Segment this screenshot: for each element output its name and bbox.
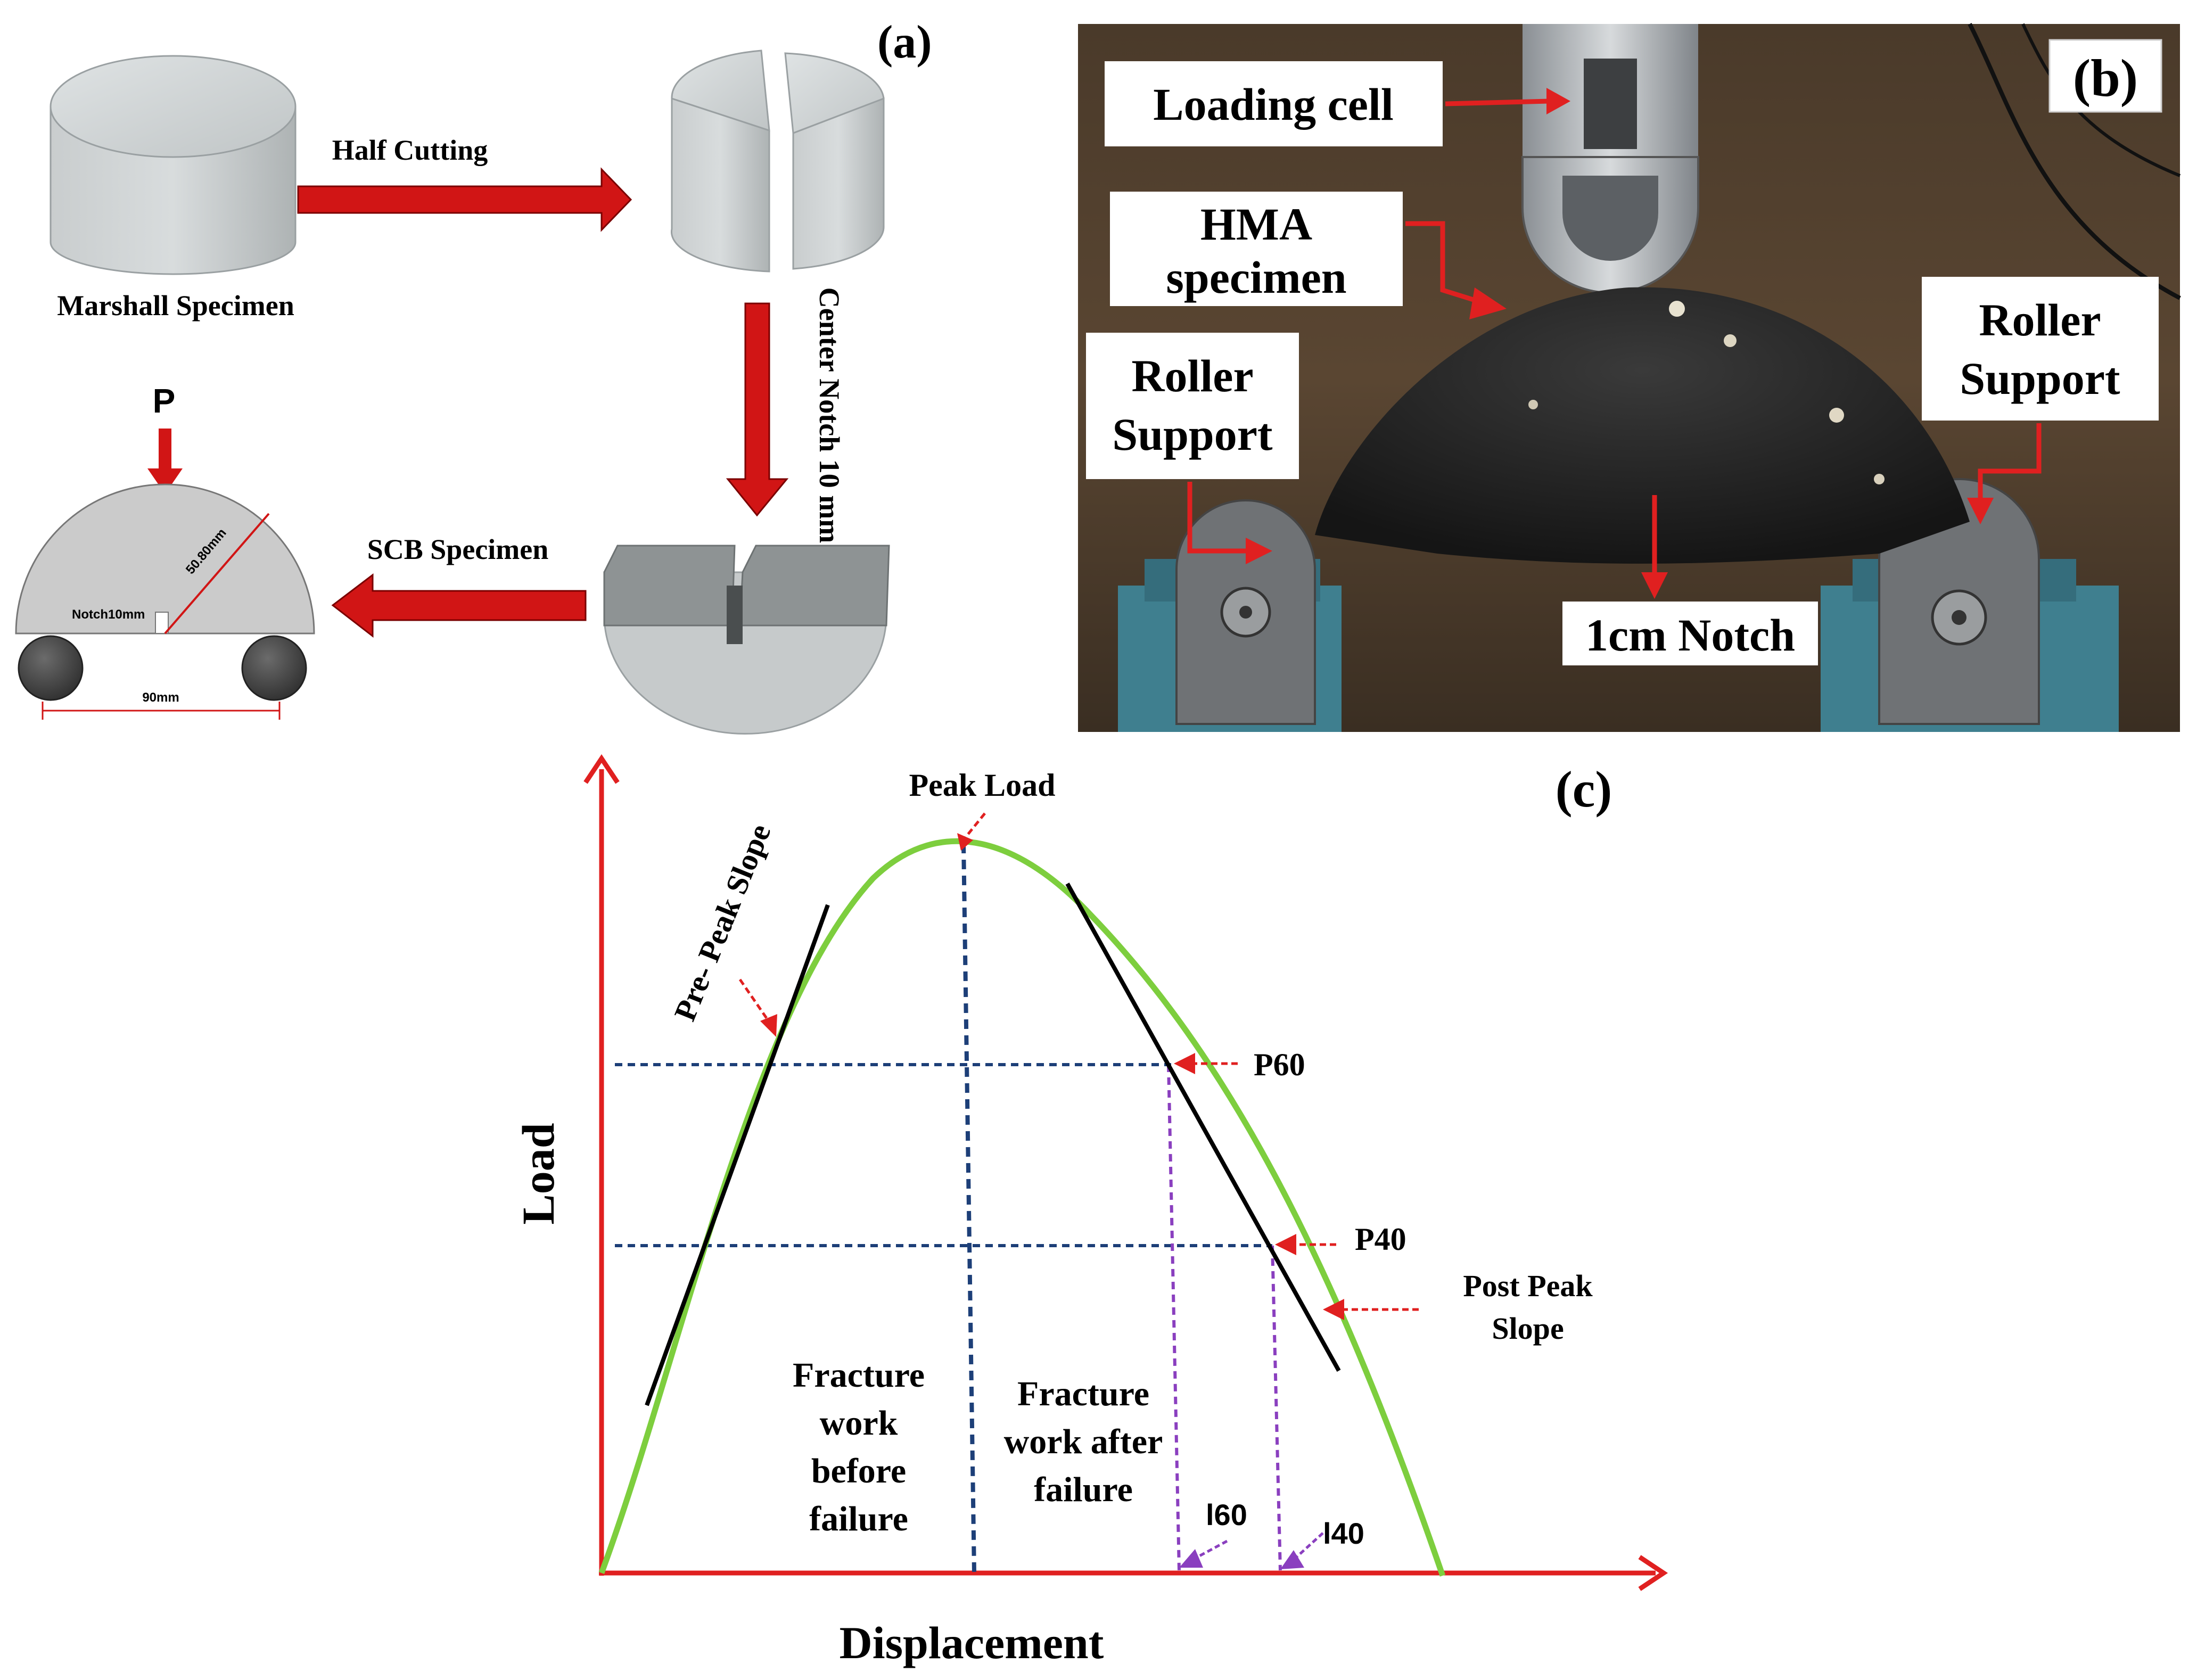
peak-load-label: Peak Load <box>909 768 1055 803</box>
span-label: 90mm <box>142 690 179 705</box>
scb-diagram: P 50.80mm Notch10mm 90mm <box>15 382 315 720</box>
half-cutting-arrow <box>297 167 632 232</box>
p60-label: P60 <box>1254 1047 1305 1082</box>
loading-cell-label: Loading cell <box>1153 79 1394 130</box>
hma-specimen-callout: HMA specimen <box>1110 192 1507 319</box>
panel-c-chart: (c) Load Displacement Peak Load Pre- Pea… <box>513 754 1668 1668</box>
left-roller-callout: Roller Support <box>1086 333 1299 564</box>
fw-before-line3: before <box>811 1452 906 1490</box>
post-peak-tangent <box>1065 883 1341 1372</box>
center-notch-arrow <box>726 302 789 517</box>
half-cut-cylinder <box>670 50 885 273</box>
notch-label: 1cm Notch <box>1585 610 1795 661</box>
panel-b-label: (b) <box>2073 48 2138 108</box>
load-arrow <box>147 429 183 494</box>
pre-peak-slope-label: Pre- Peak Slope <box>667 819 777 1026</box>
marshall-specimen-cylinder <box>50 55 297 275</box>
notch-callout: 1cm Notch <box>1562 495 1818 665</box>
post-peak-line1: Post Peak <box>1463 1269 1593 1303</box>
scb-notch <box>155 612 169 634</box>
x-axis-label: Displacement <box>840 1617 1104 1668</box>
left-roller-line2: Support <box>1112 409 1272 460</box>
l60-label: l60 <box>1206 1498 1247 1531</box>
center-notch-label: Center Notch 10 mm <box>813 287 845 543</box>
panel-a: (a) Marshall Specimen Half Cutting Cente… <box>15 17 932 735</box>
fw-after-line3: failure <box>1034 1470 1133 1509</box>
hma-label-line2: specimen <box>1166 252 1346 303</box>
half-cutting-label: Half Cutting <box>332 134 488 166</box>
right-roller <box>241 635 307 701</box>
hma-label-line1: HMA <box>1200 199 1312 250</box>
load-symbol-p: P <box>153 382 176 420</box>
fracture-work-after-text: Fracture work after failure <box>1004 1374 1163 1509</box>
right-roller-callout: Roller Support <box>1922 277 2159 524</box>
y-axis-arrowhead <box>583 754 620 784</box>
left-roller-line1: Roller <box>1131 350 1253 401</box>
fracture-work-before-text: Fracture work before failure <box>793 1356 925 1538</box>
l40-vertical-dashed <box>1271 1245 1282 1571</box>
post-peak-line2: Slope <box>1492 1311 1564 1346</box>
scb-arrow <box>331 573 587 638</box>
right-roller-line2: Support <box>1960 353 2120 404</box>
panel-c-label: (c) <box>1556 761 1612 818</box>
p40-label: P40 <box>1355 1222 1406 1257</box>
scb-specimen-label: SCB Specimen <box>367 533 549 565</box>
notched-half-disc <box>603 545 890 735</box>
marshall-specimen-caption: Marshall Specimen <box>57 290 294 322</box>
l60-vertical-dashed <box>1167 1064 1181 1571</box>
l40-label: l40 <box>1323 1517 1364 1550</box>
notch-size-label: Notch10mm <box>72 607 145 622</box>
hma-specimen-photo <box>1315 287 1970 564</box>
panel-a-label: (a) <box>877 17 932 68</box>
fw-after-line1: Fracture <box>1017 1374 1149 1413</box>
y-axis-label: Load <box>513 1123 564 1224</box>
pre-peak-tangent <box>645 904 830 1406</box>
radius-line <box>164 513 270 635</box>
fw-before-line2: work <box>820 1404 898 1443</box>
scb-half-disc <box>15 483 315 635</box>
loading-cell-callout: Loading cell <box>1105 61 1570 146</box>
right-roller-line1: Roller <box>1979 294 2101 345</box>
fw-before-line4: failure <box>809 1500 908 1538</box>
left-roller <box>18 635 84 701</box>
peak-vertical-dashed <box>961 843 976 1574</box>
fw-before-line1: Fracture <box>793 1356 925 1395</box>
x-axis-arrowhead <box>1638 1555 1668 1591</box>
fw-after-line2: work after <box>1004 1422 1163 1461</box>
